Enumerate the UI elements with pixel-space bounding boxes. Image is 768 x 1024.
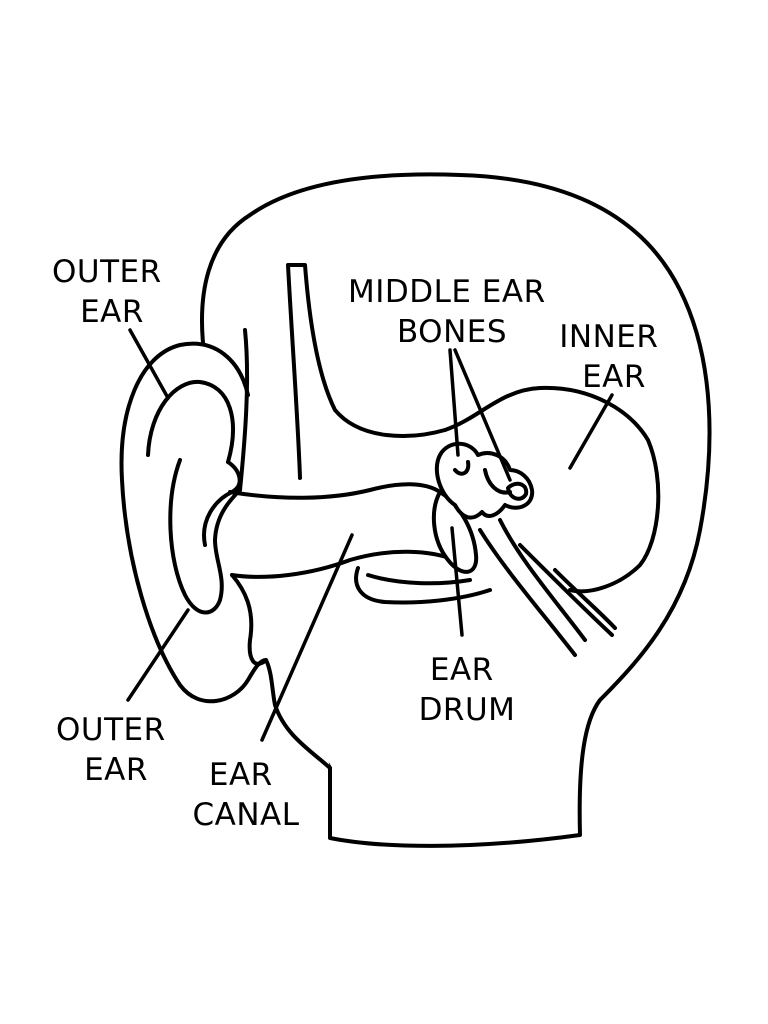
middle-ear-cavity-inner [366, 573, 472, 586]
label-inner-ear: INNER EAR [559, 319, 669, 395]
label-outer-ear-top: OUTER EAR [52, 254, 172, 330]
leader-bones-2 [453, 348, 512, 482]
eustachian-tube-mid [518, 543, 614, 637]
label-ear-drum: EAR DRUM [419, 652, 516, 728]
temporal-bone-left [238, 328, 250, 492]
temporal-bone-upper [443, 385, 661, 594]
leader-outer-ear-top [128, 328, 170, 400]
leader-bones-1 [448, 348, 460, 457]
leader-outer-ear-bottom [126, 608, 190, 702]
middle-ear-cavity [354, 566, 492, 605]
leader-ear-canal [260, 533, 354, 742]
pinna-outline [119, 341, 332, 770]
ear-canal-lower-wall [230, 549, 457, 579]
eustachian-tube-end [553, 568, 617, 630]
earlobe-inner [230, 573, 268, 666]
leader-inner-ear [568, 393, 614, 470]
incus-detail [453, 460, 471, 476]
helix-inner [146, 379, 235, 464]
label-middle-ear-bones: MIDDLE EAR BONES [348, 274, 556, 350]
label-ear-canal: EAR CANAL [192, 757, 299, 833]
antihelix [168, 458, 242, 615]
eustachian-tube-lower [478, 528, 577, 657]
ossicles [434, 441, 535, 520]
stapes-oval [506, 481, 529, 501]
stapes-detail [483, 468, 512, 495]
leader-ear-drum [450, 526, 464, 637]
temporal-bone-right [286, 263, 447, 480]
eustachian-tube-upper [498, 518, 587, 642]
ear-canal-upper-wall [228, 482, 442, 500]
label-outer-ear-bottom: OUTER EAR [56, 712, 176, 788]
